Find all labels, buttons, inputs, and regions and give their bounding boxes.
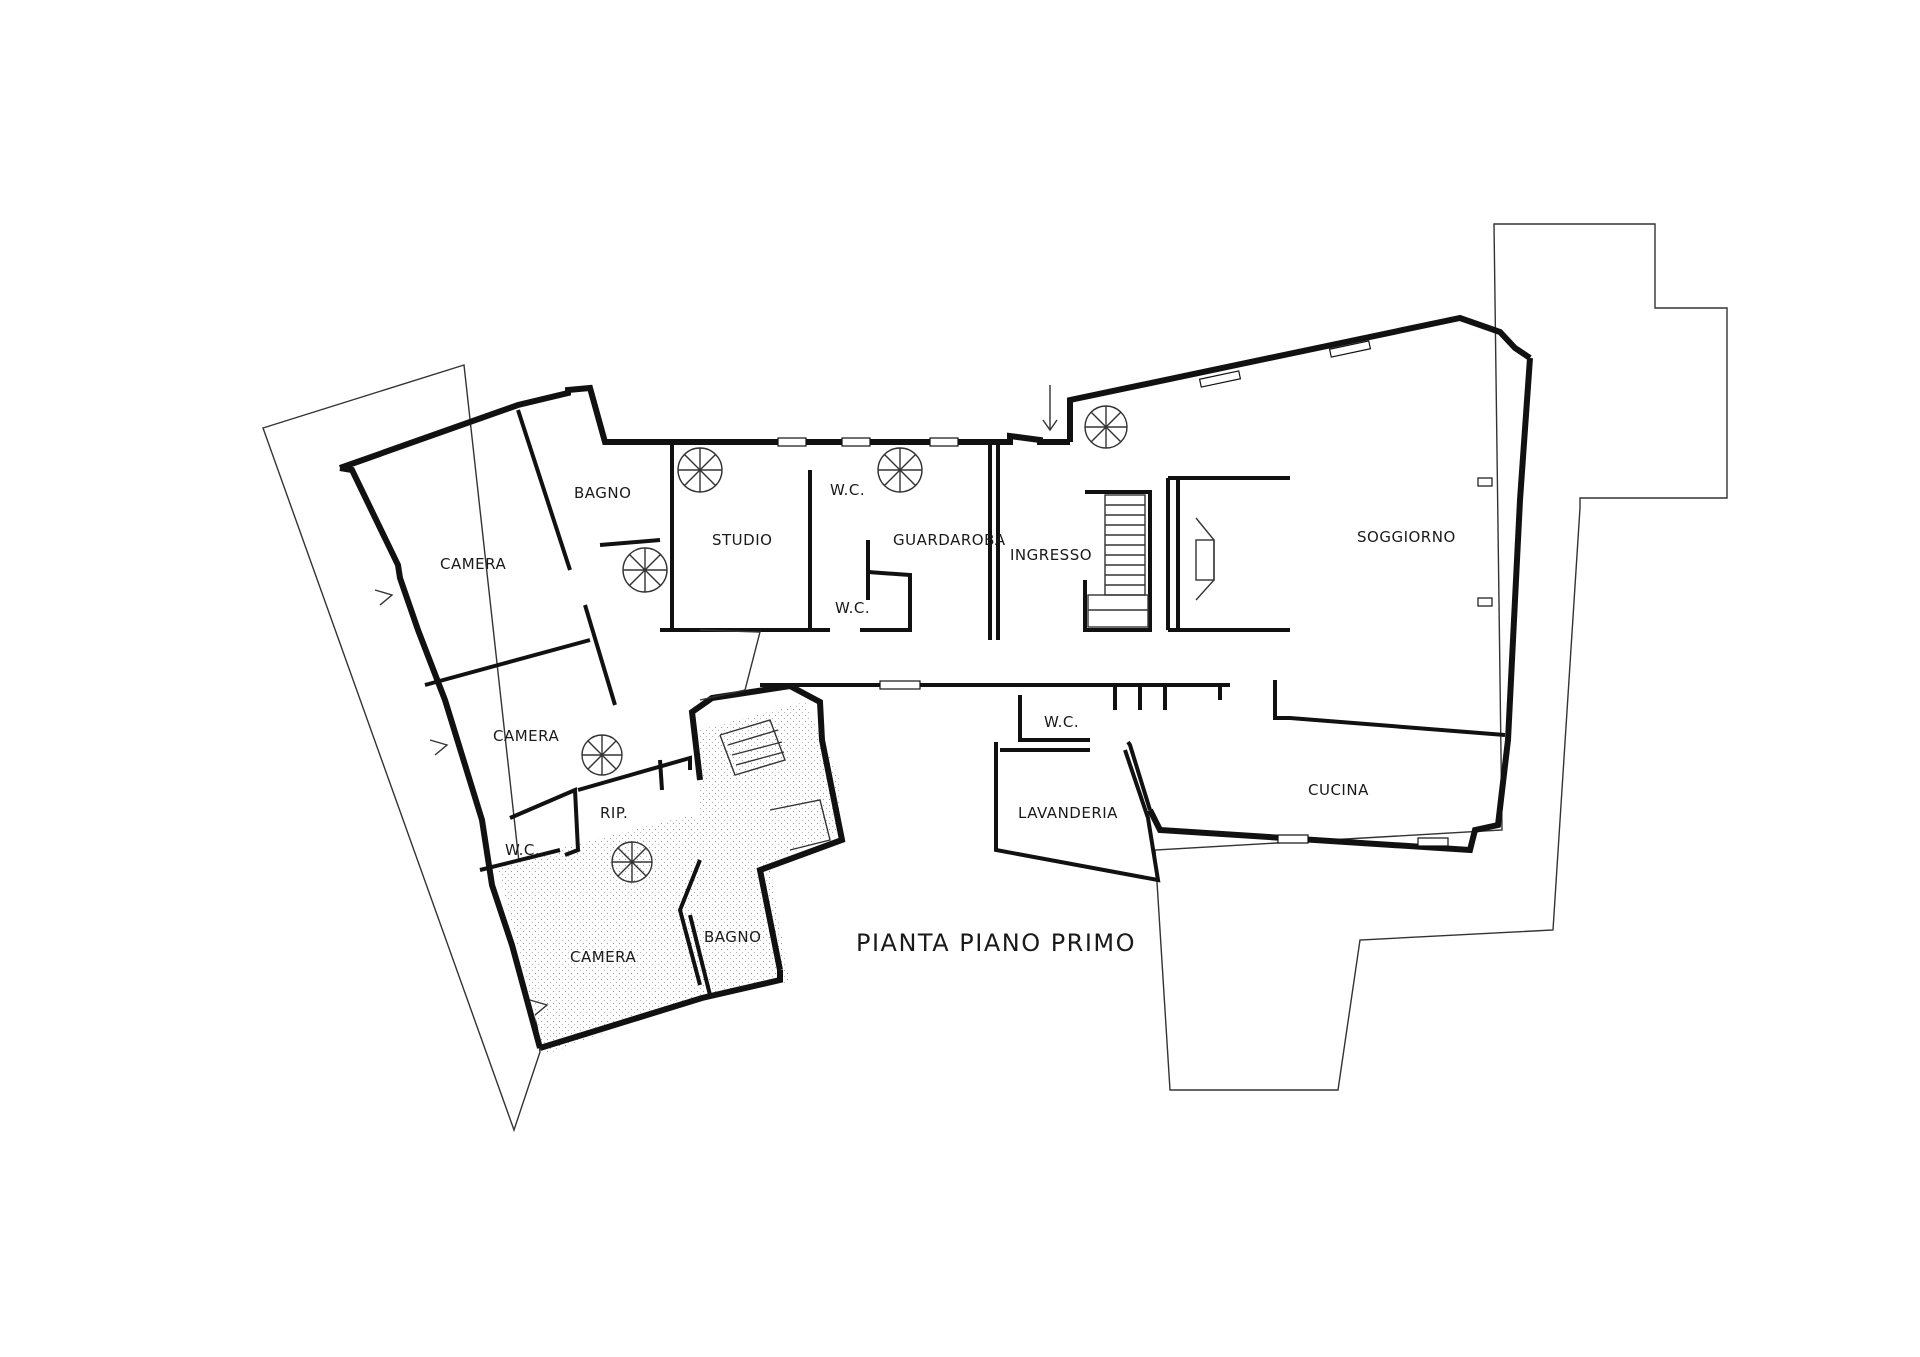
- stair-left-wing: [699, 629, 831, 851]
- wall-bath-right: [688, 682, 846, 971]
- stair-outline: [1083, 490, 1152, 632]
- wall-right-outer: [1147, 357, 1533, 854]
- room-label-bagno-1: BAGNO: [574, 484, 631, 502]
- spiral-fixture-entry: [1084, 405, 1128, 449]
- room-label-wc-1: W.C.: [830, 481, 865, 499]
- fireplace: [1195, 539, 1215, 581]
- room-label-camera-2: CAMERA: [493, 727, 559, 745]
- stair-treads-lower: [1087, 594, 1149, 628]
- door-arrow-icons: [374, 589, 549, 1016]
- wall-bagno1-bottom: [599, 538, 661, 547]
- stair-tread-lines: [1105, 504, 1145, 586]
- wall-wc3: [509, 787, 581, 857]
- wall-kitchen-left: [1126, 740, 1152, 811]
- room-label-rip: RIP.: [600, 804, 628, 822]
- wall-guardaroba: [860, 570, 912, 632]
- room-label-ingresso: INGRESSO: [1010, 546, 1092, 564]
- fireplace-hood: [1195, 517, 1215, 601]
- terrace-right: [1154, 223, 1728, 1091]
- terrace-left: [262, 364, 541, 1133]
- wall-left-bottom: [539, 970, 783, 1051]
- wall-kitchen-top: [1273, 680, 1506, 737]
- spiral-fixture-bagno1: [622, 547, 668, 593]
- wall-left-wing: [338, 384, 672, 471]
- room-label-bagno-2: BAGNO: [704, 928, 761, 946]
- plan-title: PIANTA PIANO PRIMO: [856, 929, 1136, 957]
- room-label-studio: STUDIO: [712, 531, 772, 549]
- wall-camera3-right: [688, 914, 712, 996]
- room-label-wc-3: W.C.: [505, 841, 540, 859]
- room-label-camera-3: CAMERA: [570, 948, 636, 966]
- spiral-fixture-studio: [677, 447, 723, 493]
- room-label-lavanderia: LAVANDERIA: [1018, 804, 1118, 822]
- wall-top-central: [672, 432, 1070, 445]
- column-2: [1477, 597, 1493, 607]
- room-label-cucina: CUCINA: [1308, 781, 1369, 799]
- wall-camera2-bottom: [479, 848, 561, 872]
- windows: [777, 340, 1449, 847]
- room-label-camera-1: CAMERA: [440, 555, 506, 573]
- hatched-area-camera: [497, 815, 790, 1055]
- wall-right-top: [1067, 314, 1532, 442]
- wall-camera2-divider: [583, 604, 617, 706]
- wall-camera1-bottom: [424, 638, 591, 687]
- room-label-guardaroba: GUARDAROBA: [893, 531, 1006, 549]
- spiral-fixture-guardaroba: [877, 447, 923, 493]
- wall-left-outer: [339, 465, 543, 1049]
- wall-camera1-right: [516, 409, 572, 571]
- room-label-wc-2: W.C.: [835, 599, 870, 617]
- wall-rip: [577, 755, 692, 792]
- wall-wc4: [1018, 695, 1090, 742]
- wall-rip-right: [658, 759, 664, 791]
- spiral-fixture-camera2: [581, 734, 623, 776]
- wall-bagno2-left: [677, 859, 702, 986]
- room-label-soggiorno: SOGGIORNO: [1357, 528, 1456, 546]
- column-1: [1477, 477, 1493, 487]
- spiral-fixture-camera3: [611, 841, 653, 883]
- entry-arrow-icon: [1042, 385, 1058, 432]
- room-label-wc-4: W.C.: [1044, 713, 1079, 731]
- wall-center-bottom-2: [1010, 683, 1222, 700]
- wall-lavanderia: [994, 742, 1161, 883]
